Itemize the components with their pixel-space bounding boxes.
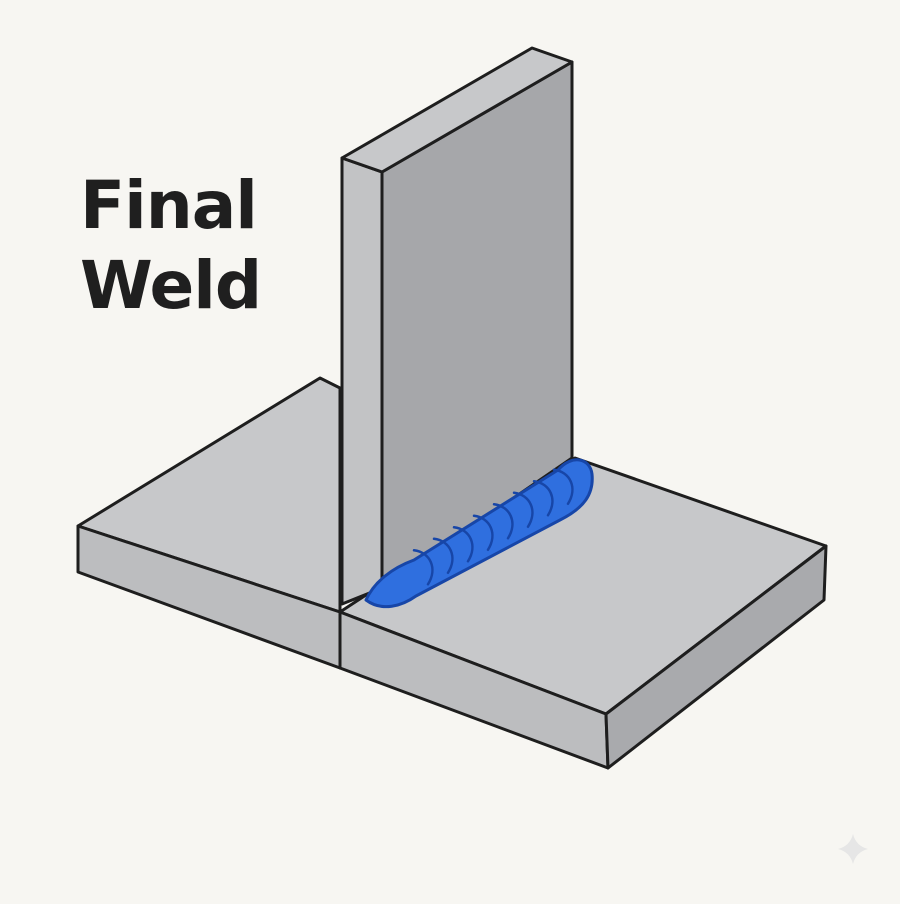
weld-bead-shape (364, 458, 594, 609)
weld-ripple (492, 503, 514, 540)
right-plate-side (604, 544, 828, 770)
weld-bead (364, 458, 594, 609)
sparkle-icon (838, 834, 868, 864)
weld-ripple (552, 468, 574, 505)
weld-ripple (452, 526, 474, 563)
upright-plate-edge (340, 156, 384, 606)
title-line-2: Weld (80, 247, 262, 324)
title-line-1: Final (80, 167, 258, 244)
weld-ripples (412, 468, 574, 586)
weld-ripple (432, 537, 454, 574)
weld-ripple (472, 514, 494, 551)
diagram-title: Final Weld (80, 166, 262, 326)
upright-plate-top (340, 46, 574, 174)
weld-ripple (532, 480, 554, 517)
weld-ripple (512, 491, 534, 528)
weld-ripple (412, 549, 434, 586)
